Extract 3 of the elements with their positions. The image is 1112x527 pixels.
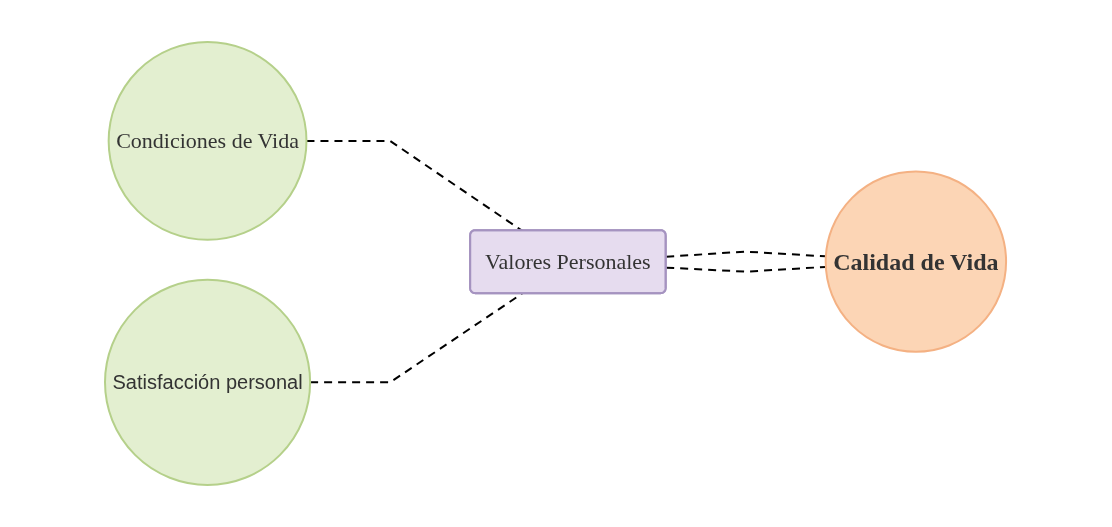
node-circle: Calidad de Vida xyxy=(825,170,1008,353)
node-circle: Satisfacción personal xyxy=(104,278,312,486)
node-circle: Condiciones de Vida xyxy=(108,41,308,241)
